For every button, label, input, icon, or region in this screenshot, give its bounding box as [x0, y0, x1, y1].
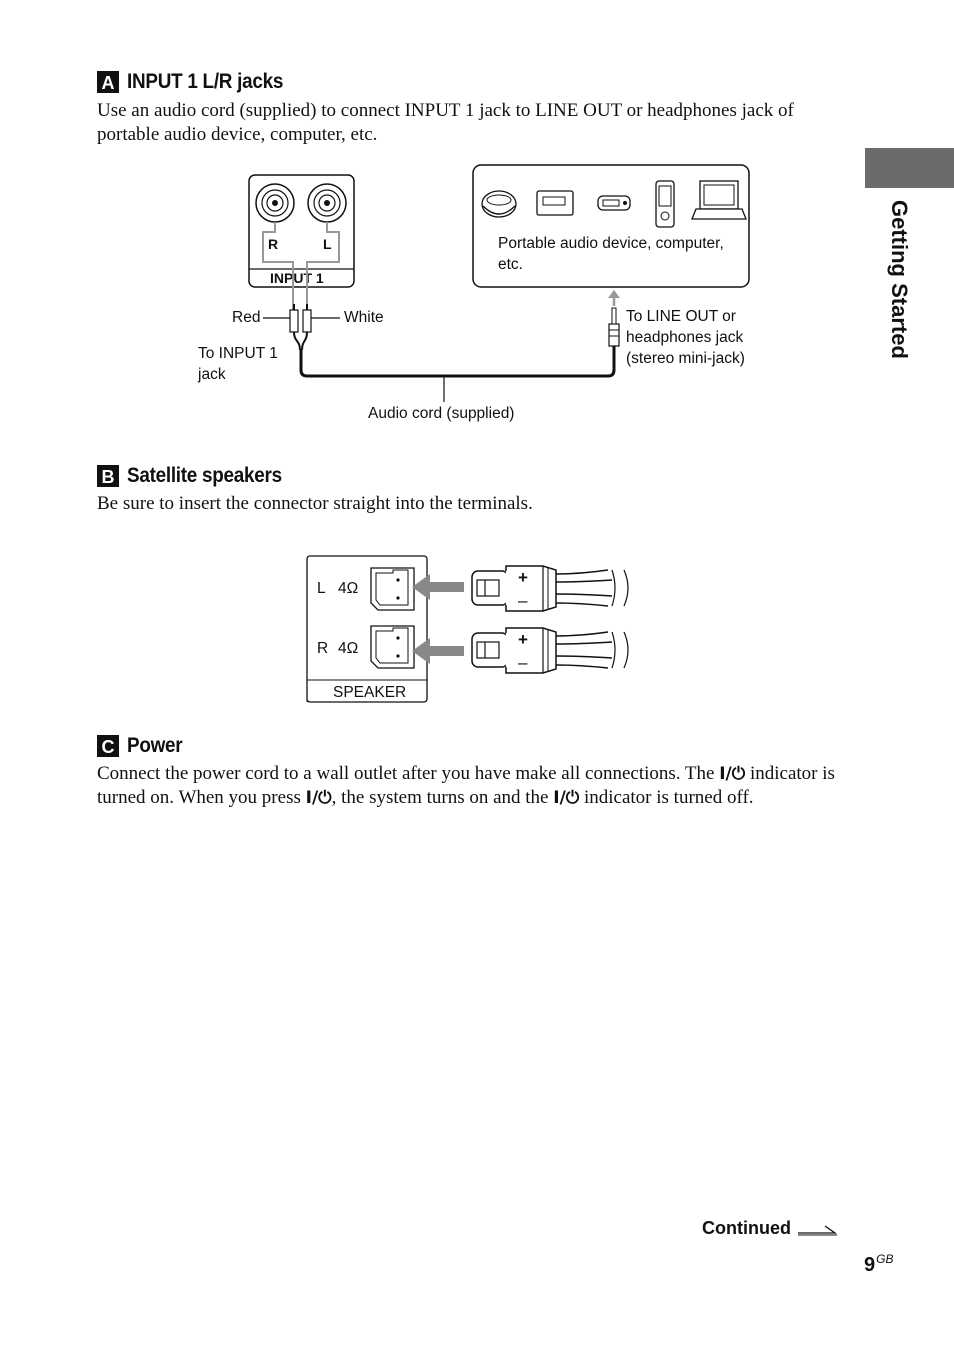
input-1-panel-label: INPUT 1	[270, 270, 324, 286]
speaker-connector-r-icon: + –	[471, 627, 629, 674]
page-number-value: 9	[864, 1254, 876, 1276]
jack-guide-lines	[262, 222, 340, 310]
connector-r-plus: +	[518, 630, 528, 649]
continued-label: Continued	[702, 1218, 791, 1238]
speaker-connection-diagram: L 4Ω R 4Ω SPEAKER + –	[306, 555, 629, 703]
section-c-badge: C	[97, 735, 119, 757]
section-c-title: Power	[127, 734, 183, 757]
connector-l-minus: –	[518, 591, 528, 610]
input-1-panel: R L INPUT 1	[248, 174, 355, 288]
to-input-label-line2: jack	[197, 366, 226, 383]
continued-indicator: Continued	[702, 1218, 839, 1239]
page-number: 9GB	[864, 1252, 893, 1277]
speaker-r-label: R	[317, 640, 328, 657]
section-b-badge: B	[97, 465, 119, 487]
speaker-terminal-r-icon	[370, 625, 415, 669]
page-number-suffix: GB	[876, 1252, 894, 1266]
section-b-heading: B Satellite speakers	[97, 464, 299, 488]
jack-r-label: R	[268, 236, 278, 252]
mini-jack-plug-icon	[608, 307, 620, 347]
section-b-title: Satellite speakers	[127, 464, 282, 487]
power-icon: I/⏻	[719, 764, 746, 784]
usb-player-icon	[597, 195, 631, 211]
side-tab-marker	[865, 148, 954, 188]
md-player-icon	[536, 190, 574, 216]
to-input-label-line1: To INPUT 1	[198, 345, 278, 362]
section-a-title: INPUT 1 L/R jacks	[127, 70, 284, 93]
cd-player-icon	[481, 190, 517, 218]
speaker-l-impedance: 4Ω	[338, 580, 358, 597]
white-label: White	[344, 309, 384, 326]
speaker-panel-label: SPEAKER	[333, 684, 406, 701]
audio-cord-line	[299, 345, 616, 378]
section-c-body-part4: indicator is turned off.	[583, 787, 754, 808]
media-player-icon	[655, 180, 675, 228]
speaker-l-label: L	[317, 580, 326, 597]
red-label: Red	[232, 309, 260, 326]
jack-r-icon	[255, 183, 295, 223]
portable-devices-box: Portable audio device, computer, etc.	[472, 164, 750, 288]
section-c-heading: C Power	[97, 734, 189, 758]
audio-cord-label: Audio cord (supplied)	[368, 405, 514, 422]
power-icon: I/⏻	[305, 788, 332, 808]
to-line-out-label-line3: (stereo mini-jack)	[626, 350, 745, 367]
section-a-heading: A INPUT 1 L/R jacks	[97, 70, 300, 94]
insert-arrow-r-icon	[412, 638, 464, 664]
devices-label-line1: Portable audio device, computer,	[498, 235, 724, 252]
devices-label-line2: etc.	[498, 256, 523, 273]
section-a-badge: A	[97, 71, 119, 93]
section-c-body-part2: indicator is turned on. When you press	[97, 763, 835, 808]
jack-l-label: L	[323, 236, 332, 252]
power-icon: I/⏻	[553, 788, 580, 808]
input-connection-diagram: R L INPUT 1 Red White To INPUT 1 jack Au…	[197, 164, 750, 422]
section-a-body: Use an audio cord (supplied) to connect …	[97, 100, 794, 145]
section-c-body: Connect the power cord to a wall outlet …	[97, 762, 847, 810]
speaker-connector-l-icon: + –	[471, 565, 629, 612]
laptop-icon	[691, 180, 747, 220]
to-line-out-label-line2: headphones jack	[626, 329, 743, 346]
speaker-panel: L 4Ω R 4Ω SPEAKER	[306, 555, 428, 703]
rca-plugs-icon	[289, 304, 312, 351]
connector-r-minus: –	[518, 653, 528, 672]
to-line-out-label-line1: To LINE OUT or	[626, 308, 736, 325]
section-c-body-part1: Connect the power cord to a wall outlet …	[97, 763, 715, 784]
insert-arrow-l-icon	[412, 574, 464, 600]
section-b-body: Be sure to insert the connector straight…	[97, 493, 533, 514]
connector-l-plus: +	[518, 568, 528, 587]
speaker-r-impedance: 4Ω	[338, 640, 358, 657]
continued-arrow-icon	[797, 1224, 838, 1235]
jack-l-icon	[307, 183, 347, 223]
section-c-body-part3: , the system turns on and the	[331, 787, 549, 808]
speaker-terminal-l-icon	[370, 567, 415, 611]
arrow-up-icon	[608, 290, 620, 306]
